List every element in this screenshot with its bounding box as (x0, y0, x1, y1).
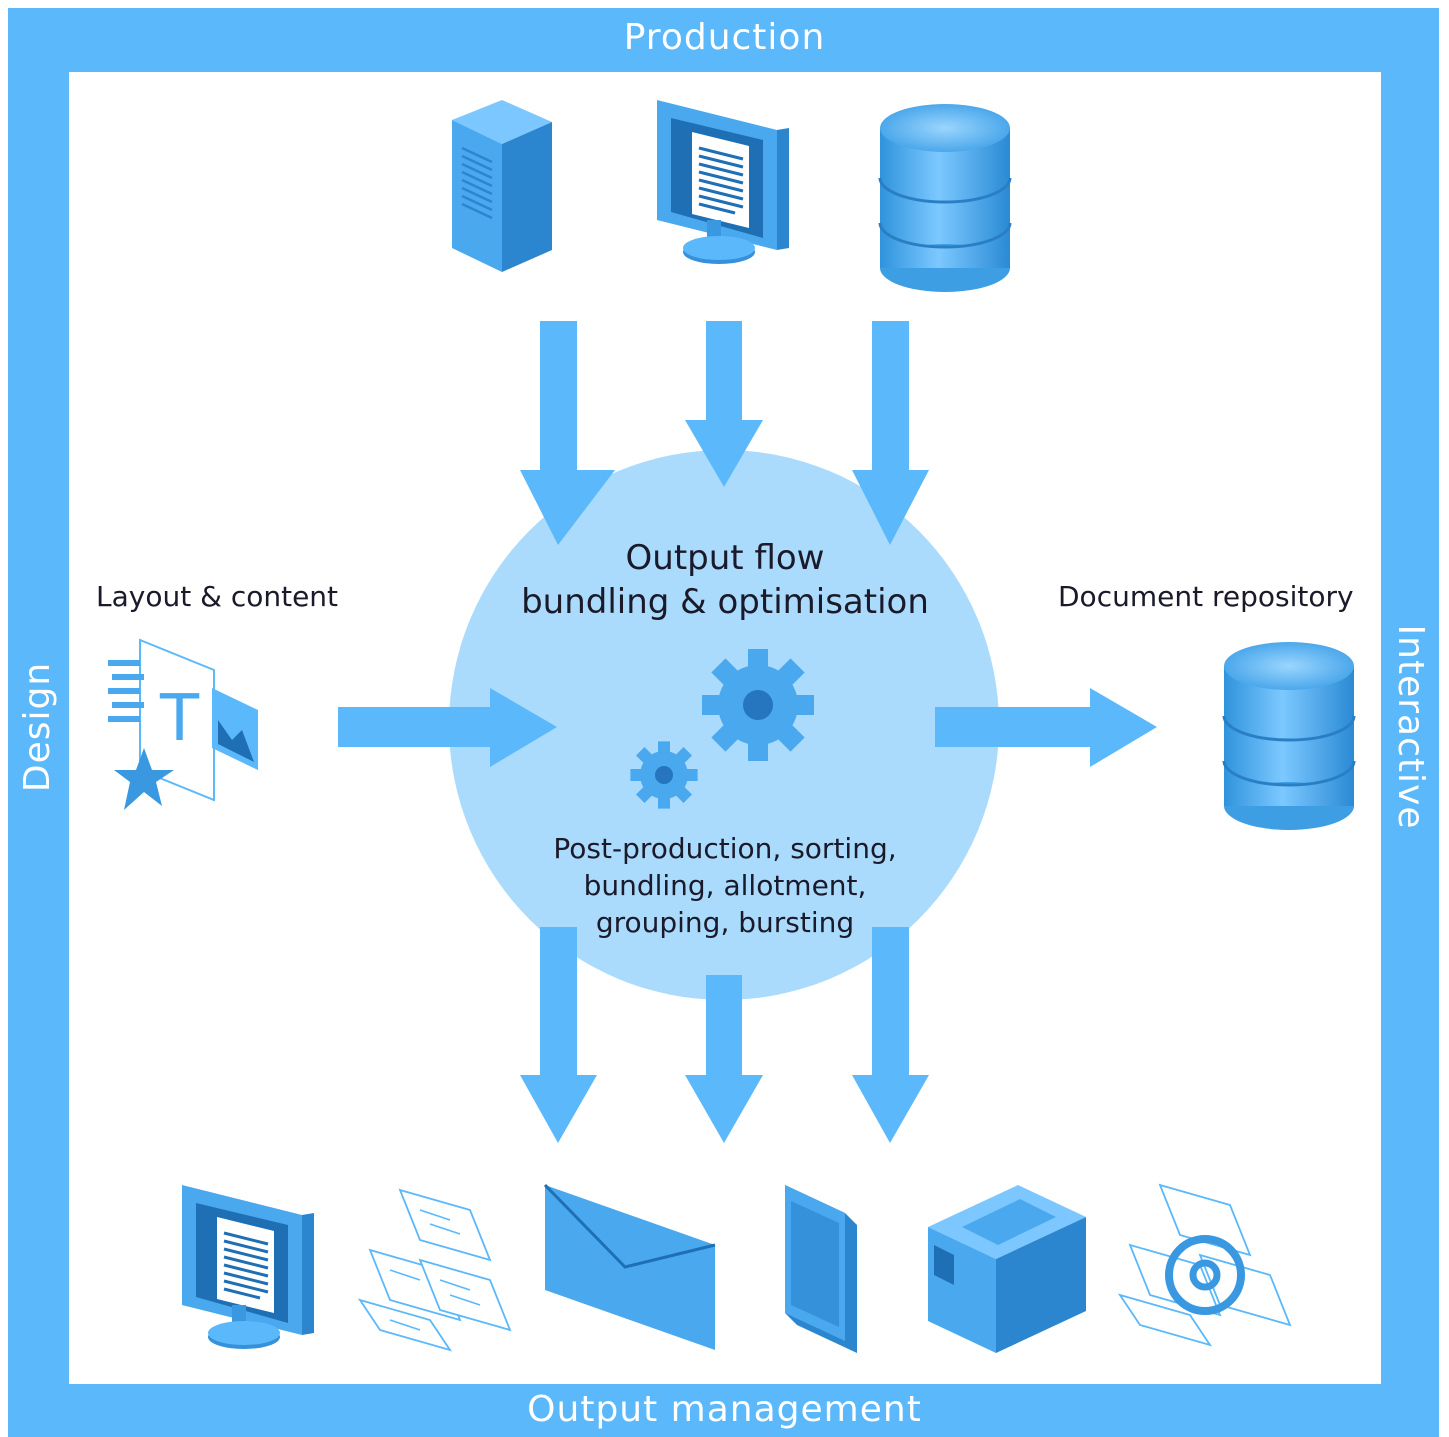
paper-documents-icon (357, 1188, 512, 1352)
printer-icon (928, 1185, 1086, 1353)
layout-content-icon: T (108, 638, 258, 810)
production-label: Production (623, 17, 826, 58)
arrow-out-1 (520, 927, 597, 1143)
hub-subtitle: Post-production, sorting, bundling, allo… (470, 830, 980, 941)
hub-title: Output flow bundling & optimisation (470, 536, 980, 624)
arrow-down-3 (852, 321, 929, 545)
hub-subtitle-line1: Post-production, sorting, (553, 832, 897, 865)
document-repository-label: Document repository (1058, 580, 1354, 613)
frame-top-bar (8, 8, 1439, 72)
arrow-left-in (338, 688, 557, 767)
hub-title-line2: bundling & optimisation (521, 582, 929, 622)
output-management-label: Output management (527, 1389, 922, 1430)
repository-database-icon (1222, 640, 1356, 832)
hub-subtitle-line2: bundling, allotment, (583, 869, 867, 902)
arrow-out-2 (685, 975, 763, 1143)
server-icon (452, 100, 552, 272)
arrow-out-3 (852, 927, 929, 1143)
frame-left-bar (8, 8, 69, 1437)
arrow-down-2 (685, 321, 763, 487)
arrow-down-1 (520, 321, 615, 545)
top-arrows (520, 321, 929, 545)
frame-bottom-bar (8, 1384, 1439, 1437)
large-gear-icon (702, 649, 814, 761)
bottom-arrows (520, 927, 929, 1143)
monitor-document-icon (655, 98, 791, 266)
envelope-icon (543, 1183, 716, 1350)
hub-title-line1: Output flow (625, 538, 825, 578)
tablet-icon (785, 1185, 857, 1353)
output-monitor-icon (180, 1183, 316, 1351)
arrow-right-out (935, 688, 1157, 767)
email-documents-icon (1117, 1183, 1292, 1347)
small-gear-icon (630, 741, 698, 809)
hub-subtitle-line3: grouping, bursting (595, 906, 855, 939)
database-icon (878, 102, 1012, 294)
svg-text:T: T (159, 682, 200, 756)
layout-content-label: Layout & content (96, 580, 339, 613)
frame-right-bar (1381, 8, 1439, 1437)
